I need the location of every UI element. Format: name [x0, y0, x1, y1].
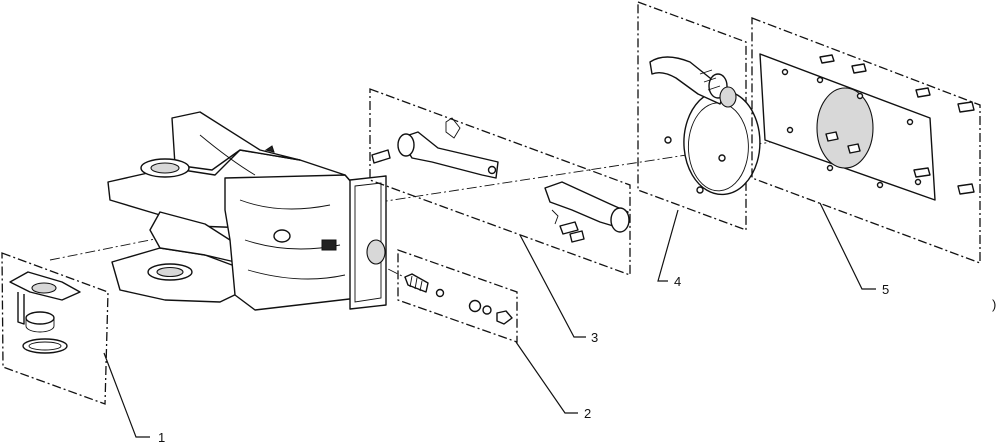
group-4: [637, 1, 761, 231]
hitch-throat: [149, 211, 236, 263]
group-5-cover-plate: [759, 53, 936, 201]
callout-1: 1: [158, 430, 165, 445]
group-3-lever-arm-lower: [544, 181, 630, 233]
group-2: [397, 249, 518, 343]
group-2-seal-b: [482, 305, 492, 315]
hitch-flange-bore: [366, 239, 386, 265]
group-1-frame: [1, 252, 109, 405]
group-3-pin-left: [371, 149, 391, 164]
hitch-side-port: [273, 229, 291, 243]
group-3-pin-right: [559, 221, 585, 243]
group-5-bolts: [819, 54, 975, 195]
hitch-body: [107, 111, 387, 311]
leader-4: [657, 209, 679, 282]
group-2-valve-spring: [404, 273, 429, 293]
group-4-frame: [637, 1, 747, 231]
hitch-main-block: [224, 174, 359, 311]
group-1-clamp-plate: [9, 271, 81, 325]
callout-2: 2: [584, 406, 591, 421]
group-2-frame: [397, 249, 518, 343]
hitch-mounting-flange: [349, 175, 387, 310]
group-4-mounting-ring: [664, 89, 761, 196]
group-2-plug: [496, 310, 513, 325]
callout-5: 5: [882, 282, 889, 297]
group-3: [369, 88, 631, 276]
group-5: [751, 17, 981, 264]
centerline-main-axis: [359, 129, 851, 206]
callout-3: 3: [591, 330, 598, 345]
callout-labels: 1 2 3 4 5 ): [158, 274, 996, 445]
group-4-hydraulic-elbow: [649, 56, 737, 108]
group-1-snap-ring: [22, 338, 68, 354]
callout-4: 4: [674, 274, 681, 289]
group-3-lever-arm-upper: [397, 117, 499, 179]
centerline-group-1: [49, 237, 161, 261]
group-5-frame: [751, 17, 981, 264]
leader-3: [519, 234, 586, 338]
leader-lines: [103, 202, 876, 438]
edge-mark: ): [992, 297, 996, 312]
hitch-side-fitting: [321, 239, 337, 251]
group-2-seal-a: [468, 299, 482, 313]
leader-1: [103, 352, 150, 438]
hitch-lower-bore: [156, 266, 184, 278]
group-1-bushing: [25, 311, 55, 333]
leader-2: [515, 341, 578, 414]
hitch-top-bore: [150, 162, 180, 174]
leader-5: [819, 202, 876, 290]
group-2-ball: [435, 288, 445, 298]
group-3-frame: [369, 88, 631, 276]
group-1: [1, 252, 109, 405]
hitch-grease-nipple: [264, 145, 275, 153]
